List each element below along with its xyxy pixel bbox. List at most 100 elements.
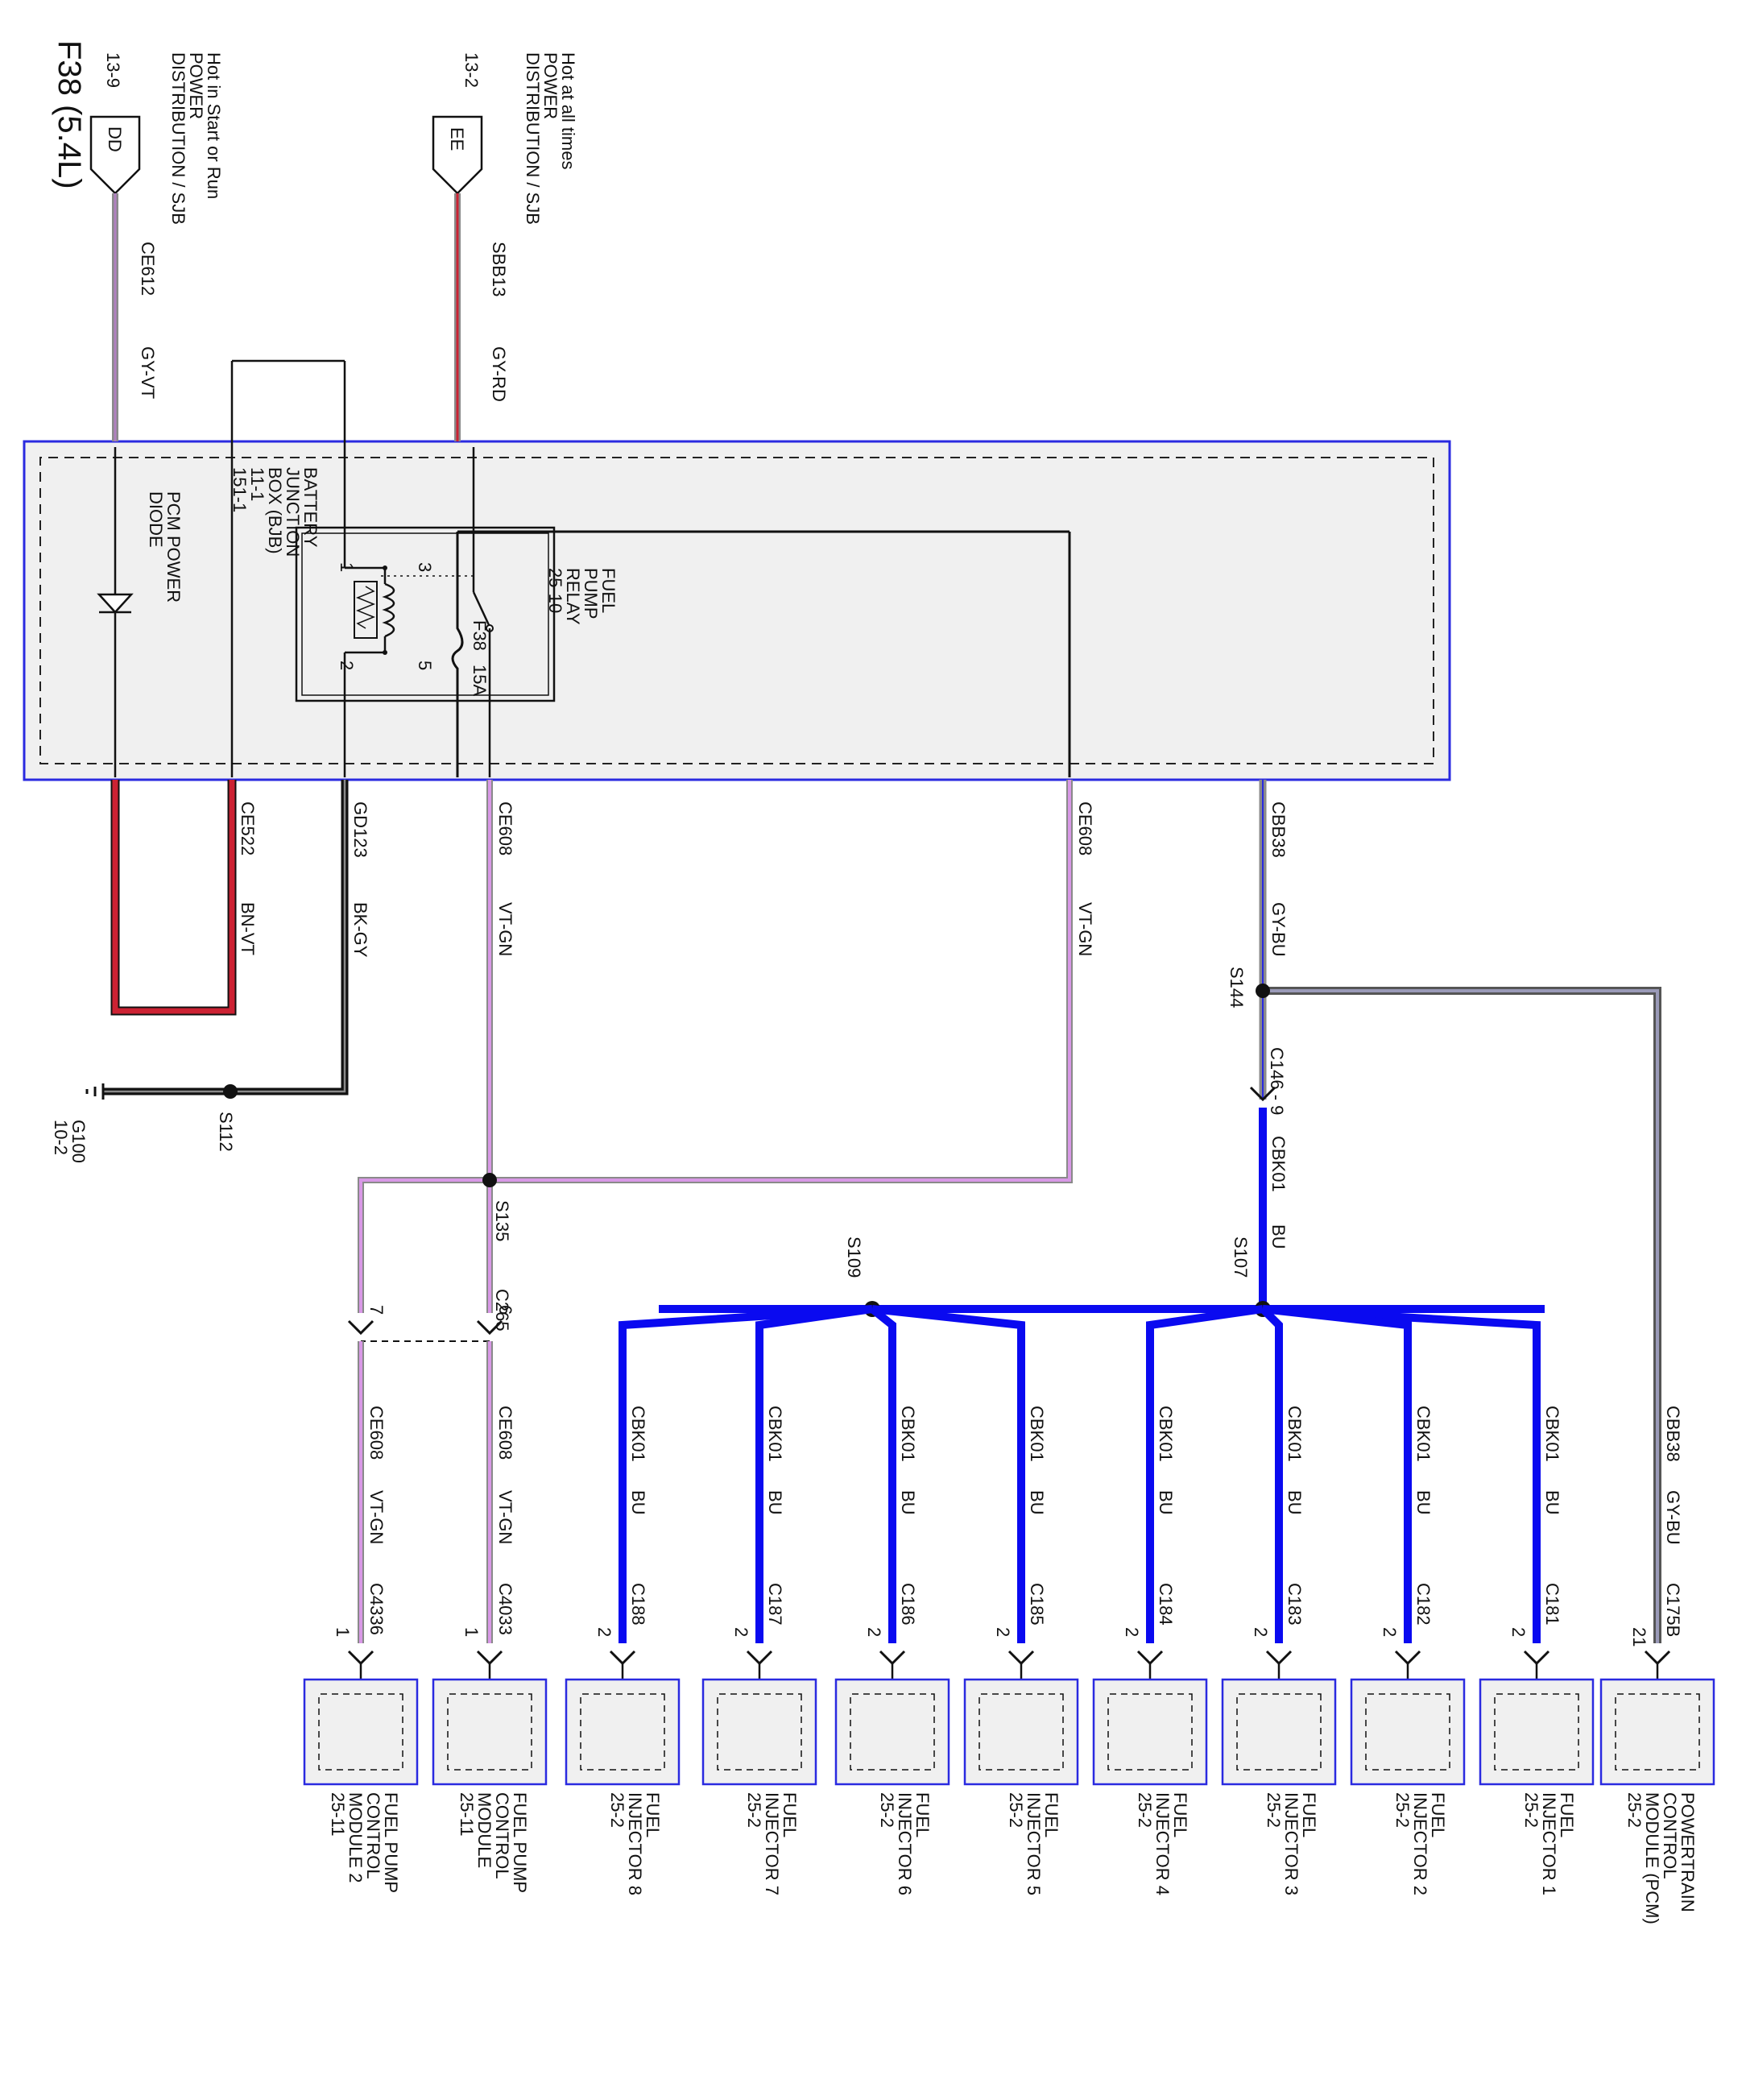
module-box (303, 1678, 419, 1786)
relay-coil (382, 582, 395, 638)
module-wire-circuit: CBB38 (1663, 1406, 1683, 1462)
ce608-b-color: VT-GN (495, 902, 515, 956)
module-box (701, 1678, 817, 1786)
module-box (1221, 1678, 1337, 1786)
module-pin: 2 (864, 1627, 884, 1637)
module-inner (1494, 1693, 1579, 1771)
connector-arrow (746, 1650, 773, 1666)
module-inner (318, 1693, 403, 1771)
module-pin: 2 (594, 1627, 614, 1637)
relay-resistor-zigzag (355, 586, 376, 629)
module-label: FUELINJECTOR 325-2 (1264, 1792, 1319, 1895)
module-inner (447, 1693, 532, 1771)
connector-arrow (1265, 1650, 1293, 1666)
connector-arrow (1394, 1650, 1421, 1666)
module-box (1479, 1678, 1595, 1786)
source-dd-tag (89, 115, 141, 195)
module-box (565, 1678, 681, 1786)
source-dd-text: Hot in Start or Run POWER DISTRIBUTION /… (168, 52, 224, 225)
cbk01-trunk-circuit: CBK01 (1268, 1136, 1289, 1192)
module-drops: CBB38GY-BUC175B21CBK01BUC1812CBK01BUC182… (333, 1305, 1683, 1704)
splice-s112-label: S112 (216, 1112, 236, 1152)
module-pin: 1 (461, 1627, 482, 1637)
module-pin: 2 (1251, 1627, 1271, 1637)
module-label: FUEL PUMPCONTROLMODULE 225-11 (328, 1792, 401, 1893)
fuse-rating: 15A (470, 665, 490, 696)
module-wire-circuit: CBK01 (765, 1406, 785, 1462)
source-ee-circuit: SBB13 (489, 242, 509, 297)
splice-s135 (482, 1173, 497, 1187)
module-connector: C181 (1542, 1583, 1562, 1626)
source-ee-tag-label: EE (447, 127, 467, 151)
module-label: FUELINJECTOR 525-2 (1006, 1792, 1061, 1895)
splice-s107-label: S107 (1231, 1236, 1251, 1278)
module-inner (1107, 1693, 1193, 1771)
module-label: FUELINJECTOR 225-2 (1392, 1792, 1448, 1895)
relay-pin5-label: 5 (415, 661, 435, 670)
ce608-circuit: S135 CE608 VT-GN CE608 VT-GN (358, 780, 1095, 1313)
module-wire-color: BU (1285, 1490, 1305, 1515)
cbk01-trunk-color: BU (1268, 1224, 1289, 1249)
fuel-pump-relay (295, 526, 556, 702)
injector-wire (1262, 1305, 1541, 1643)
connector-arrow (1644, 1650, 1671, 1666)
module-connector: C185 (1027, 1583, 1047, 1626)
ce608-a-color: VT-GN (1075, 902, 1095, 956)
ground-name: G100 (68, 1120, 89, 1163)
module-wire-circuit: CBK01 (1285, 1406, 1305, 1462)
module-wire-circuit: CBK01 (1413, 1406, 1434, 1462)
module-label: FUELINJECTOR 125-2 (1521, 1792, 1577, 1895)
module-wire-color: BU (898, 1490, 918, 1515)
module-boxes: POWERTRAINCONTROLMODULE (PCM)25-2 FUELINJ… (303, 1678, 1715, 1924)
module-box (1350, 1678, 1466, 1786)
source-wires (112, 193, 461, 441)
splice-s144 (1256, 984, 1270, 998)
module-pin: 2 (1122, 1627, 1142, 1637)
connector-arrow (476, 1650, 503, 1666)
source-ee-color: GY-RD (489, 346, 509, 402)
module-wire-circuit: CBK01 (628, 1406, 648, 1462)
connector-arrow (609, 1650, 636, 1666)
relay-label: FUEL PUMP RELAY 25-10 (545, 568, 619, 629)
relay-pin2-label: 2 (337, 661, 357, 670)
source-ee-tag (432, 115, 483, 195)
module-label: POWERTRAINCONTROLMODULE (PCM)25-2 (1624, 1792, 1698, 1924)
connector-arrow (1136, 1650, 1164, 1666)
module-wire-color: VT-GN (366, 1490, 387, 1544)
gd123-color: BK-GY (350, 902, 370, 958)
module-connector: C182 (1413, 1583, 1434, 1626)
ce522-loop: CE522 BN-VT (110, 780, 258, 1016)
module-connector: C187 (765, 1583, 785, 1626)
module-connector: C175B (1663, 1583, 1683, 1637)
bjb-inner-boundary (39, 457, 1434, 764)
bjb-label: BATTERY JUNCTION BOX (BJB) 11-1 151-1 (230, 467, 321, 561)
module-label: FUELINJECTOR 725-2 (744, 1792, 800, 1895)
module-pin: 2 (993, 1627, 1013, 1637)
module-box (432, 1678, 548, 1786)
injector-wire (1260, 1306, 1283, 1643)
module-pin: 21 (1629, 1627, 1649, 1646)
module-box (1599, 1678, 1715, 1786)
module-wire-color: BU (1413, 1490, 1434, 1515)
source-dd-circuit: CE612 (138, 242, 158, 296)
module-wire-circuit: CBK01 (1542, 1406, 1562, 1462)
module-box (1092, 1678, 1208, 1786)
module-inner (580, 1693, 665, 1771)
cbb38-out-circuit: CBB38 (1268, 801, 1289, 858)
source-ee-text: Hot at all times POWER DISTRIBUTION / SJ… (523, 52, 578, 225)
coil-node-b (383, 650, 387, 655)
module-label: FUELINJECTOR 425-2 (1135, 1792, 1190, 1895)
module-pin: 2 (731, 1627, 751, 1637)
module-inner (850, 1693, 935, 1771)
c265-label: C265 (492, 1289, 512, 1332)
connector-arrow (1007, 1650, 1035, 1666)
module-box (963, 1678, 1079, 1786)
module-pin: 1 (333, 1627, 353, 1637)
module-wire-color: BU (1156, 1490, 1176, 1515)
module-inner (1365, 1693, 1450, 1771)
module-inner (1236, 1693, 1322, 1771)
c265-pin6: 6 (495, 1305, 515, 1315)
connector-arrow (879, 1650, 906, 1666)
